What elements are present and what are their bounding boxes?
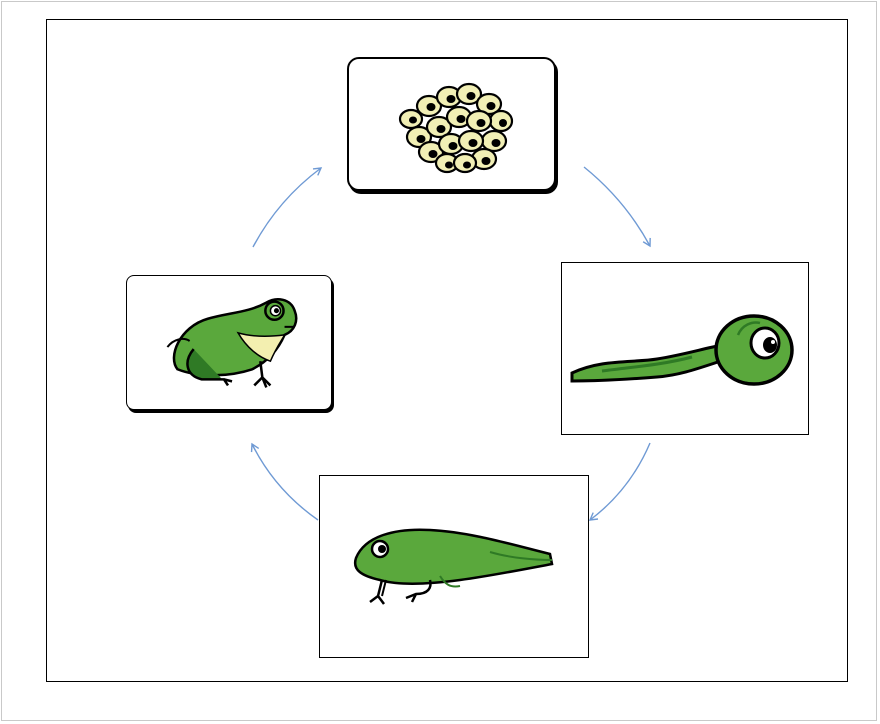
stage-card-tadpole bbox=[561, 262, 809, 435]
frog-eggs-icon bbox=[398, 82, 514, 174]
diagram-frame bbox=[46, 19, 848, 682]
stage-card-eggs bbox=[347, 57, 556, 191]
froglet-icon bbox=[353, 528, 554, 605]
stage-card-froglet bbox=[319, 475, 589, 658]
stage-card-frog bbox=[126, 275, 332, 410]
adult-frog-icon bbox=[166, 298, 298, 388]
tadpole-icon bbox=[570, 314, 794, 386]
